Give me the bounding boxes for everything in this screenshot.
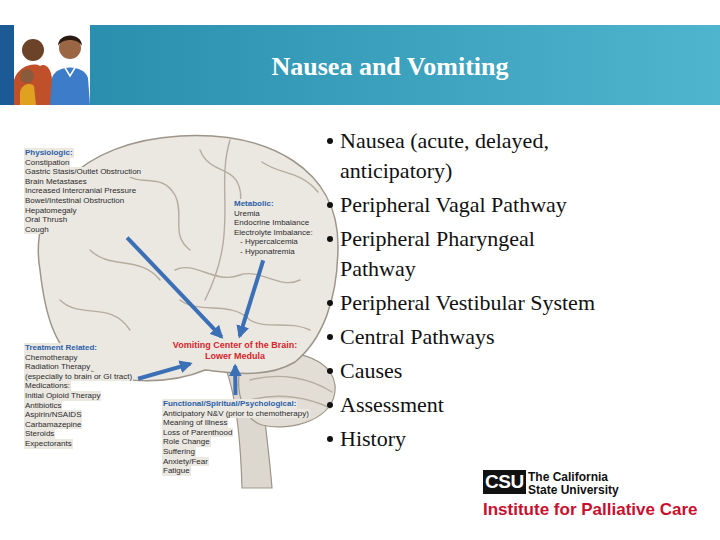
node-text: Initial Opioid Therapy: [24, 391, 101, 401]
node-text: Vomiting Center of the Brain:: [172, 340, 298, 351]
node-text: CSU: [485, 470, 524, 494]
node-text: Anticipatory N&V (prior to chemotherapy): [162, 409, 310, 419]
people-photo: [14, 36, 90, 106]
fold: [120, 170, 190, 250]
logo-text: State University: [528, 484, 619, 497]
cause-group: Physiologic:ConstipationGastric Stasis/O…: [22, 147, 144, 235]
node-text: Oral Thrush: [24, 215, 68, 225]
node-text: Gastric Stasis/Outlet Obstruction: [24, 167, 142, 177]
fold: [60, 300, 130, 330]
node-text: Cough: [24, 225, 50, 235]
nurse-hair: [58, 36, 82, 47]
bullet-item: Central Pathways: [340, 322, 607, 352]
node-text: Antibiotics: [24, 401, 62, 411]
bullet-item: Assessment: [340, 390, 607, 420]
node-text: Role Change: [162, 437, 211, 447]
node-text: Endocrine Imbalance: [233, 218, 310, 228]
node-text: Constipation: [24, 158, 70, 168]
nurse-scrubs: [50, 68, 90, 106]
node-text: Suffering: [162, 447, 196, 457]
cause-group: Metabolic:UremiaEndocrine ImbalanceElect…: [231, 198, 316, 258]
node-text: Chemotherapy: [24, 353, 78, 363]
node-text: Hepatomegaly: [24, 206, 78, 216]
node-text: - Hyponatremia: [239, 247, 296, 257]
node-text: Expectorants: [24, 439, 73, 449]
cause-group: Functional/Spiritual/Psychological:Antic…: [160, 398, 312, 477]
group-heading: Functional/Spiritual/Psychological:: [162, 399, 297, 409]
cause-arrow: [240, 260, 264, 336]
node-text: Medications:: [24, 381, 71, 391]
node-text: Aspirin/NSAIDS: [24, 410, 82, 420]
bullet-item: Nausea (acute, delayed, anticipatory): [340, 126, 607, 186]
institute-name: Institute for Palliative Care: [483, 500, 697, 520]
person-body: [14, 65, 52, 105]
bullet-item: History: [340, 424, 607, 454]
fold: [175, 268, 300, 283]
slide-title: Nausea and Vomiting: [75, 47, 705, 87]
node-text: Lower Medula: [204, 351, 266, 362]
bullet-list: Nausea (acute, delayed, anticipatory) Per…: [340, 126, 607, 458]
node-text: Anxiety/Fear: [162, 457, 209, 467]
cause-group: Treatment Related:ChemotherapyRadiation …: [22, 342, 135, 450]
central-sulcus: [205, 140, 230, 300]
node-text: Fatigue: [162, 466, 191, 476]
node-text: (especially to brain or GI tract): [24, 372, 133, 382]
logo-box: CSU: [483, 470, 526, 494]
bullet-item: Causes: [340, 356, 607, 386]
group-heading: Physiologic:: [24, 148, 74, 158]
node-text: Meaning of Illness: [162, 418, 228, 428]
fold: [262, 162, 318, 192]
fold: [250, 376, 332, 392]
child-head: [20, 69, 34, 83]
node-text: Brain Metastases: [24, 177, 88, 187]
node-text: Radiation Therapy: [24, 362, 91, 372]
node-text: Bowel/Intestinal Obstruction: [24, 196, 125, 206]
node-text: Uremia: [233, 209, 261, 219]
node-text: - Hypercalcemia: [239, 237, 299, 247]
cause-arrow: [127, 238, 221, 337]
person-head: [22, 39, 44, 61]
bullet-item: Peripheral Vestibular System: [340, 288, 607, 318]
node-text: Electrolyte Imbalance:: [233, 228, 314, 238]
node-text: Carbamazepine: [24, 420, 82, 430]
node-text: Steroids: [24, 429, 55, 439]
cause-arrow: [233, 366, 237, 395]
scrubs-collar: [64, 66, 76, 76]
group-heading: Metabolic:: [233, 199, 275, 209]
header-strip: [0, 25, 14, 105]
vomiting-center: Vomiting Center of the Brain:Lower Medul…: [170, 339, 300, 363]
node-text: Increased Intercranial Pressure: [24, 186, 137, 196]
brain-folds: [60, 140, 332, 408]
node-text: Loss of Parenthood: [162, 428, 233, 438]
bullet-item: Peripheral Vagal Pathway: [340, 190, 607, 220]
cause-arrow: [138, 364, 190, 379]
fold: [90, 250, 160, 280]
child-body: [20, 84, 36, 105]
logo-text: The California: [528, 471, 608, 484]
bullet-item: Peripheral Pharyngeal Pathway: [340, 224, 607, 284]
group-heading: Treatment Related:: [24, 343, 98, 353]
